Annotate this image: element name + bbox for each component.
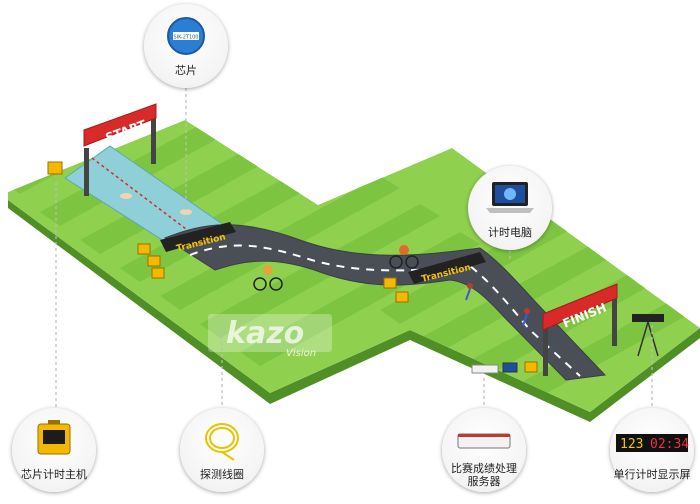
- chip-icon-text: SIK-2T100: [174, 35, 199, 41]
- timing-case-icon: [383, 277, 397, 289]
- runner-2: [522, 308, 530, 327]
- kazo-logo-subtext: Vision: [286, 348, 316, 359]
- cyclist-1: [253, 265, 283, 291]
- laptop-icon: [486, 182, 534, 213]
- server-callout: 比赛成绩处理 服务器: [442, 408, 526, 492]
- server-label-line2: 服务器: [467, 475, 501, 488]
- laptop-label: 计时电脑: [488, 226, 532, 239]
- display-readout-right: 02:34: [650, 437, 689, 452]
- timing-case-icon: [147, 255, 161, 267]
- laptop-callout: 计时电脑: [468, 166, 552, 250]
- display-label: 单行计时显示屏: [613, 468, 691, 481]
- swimmer-2: [180, 209, 192, 215]
- main-unit-label: 芯片计时主机: [21, 468, 87, 481]
- timing-case-icon: [395, 291, 409, 303]
- timing-case-icons: [47, 161, 538, 373]
- tripod-display-icon: [632, 314, 664, 357]
- platform-side-right: [270, 328, 700, 422]
- scoreboard-icon: 123 02:34: [616, 434, 689, 452]
- server-icon: [457, 433, 511, 449]
- chip-callout: SIK-2T100 芯片: [144, 4, 228, 88]
- transition-mat-right: [408, 252, 486, 284]
- kazo-logo: kazo Vision: [208, 314, 332, 359]
- lane-rope: [91, 157, 199, 239]
- chip-label: 芯片: [175, 64, 197, 77]
- antenna-loop-label: 探测线圈: [200, 468, 244, 481]
- display-callout: 123 02:34 单行计时显示屏: [610, 408, 694, 492]
- timing-box-icon: [37, 420, 71, 455]
- runner-1: [465, 283, 473, 301]
- coil-icon: [205, 423, 239, 461]
- mini-laptop-icon: [502, 362, 518, 373]
- main-unit-callout: 芯片计时主机: [12, 408, 96, 492]
- platform-side: [8, 192, 270, 404]
- leader-lines: [55, 88, 653, 410]
- server-label-line1: 比赛成绩处理: [451, 462, 517, 475]
- display-readout-left: 123: [620, 437, 643, 452]
- timing-case-icon: [151, 267, 165, 279]
- swimmer-1: [120, 193, 132, 199]
- race-road: [163, 224, 607, 381]
- kazo-logo-text: kazo: [226, 316, 304, 351]
- server-box-icon: [471, 364, 499, 374]
- transition-mat-left: [160, 222, 236, 252]
- chip-icon: SIK-2T100: [167, 17, 205, 55]
- cyclist-2: [389, 245, 419, 269]
- road-center-line: [189, 244, 581, 377]
- server-label: 比赛成绩处理 服务器: [442, 462, 526, 488]
- antenna-loop-callout: 探测线圈: [180, 408, 264, 492]
- finish-arch: FINISH: [542, 283, 618, 376]
- timing-case-icon: [47, 161, 63, 175]
- timing-case-icon: [524, 361, 538, 373]
- timing-case-icon: [137, 243, 151, 255]
